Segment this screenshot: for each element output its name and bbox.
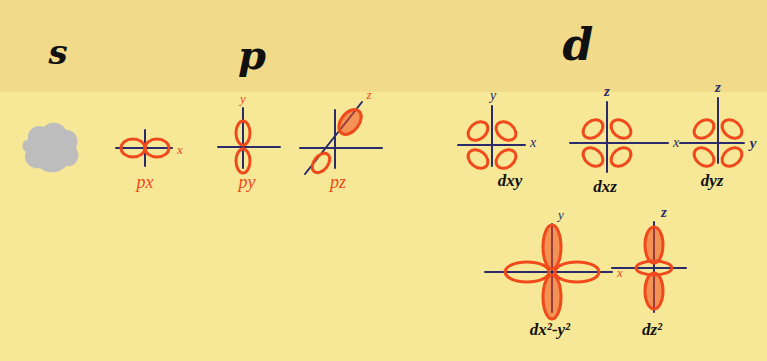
- orbital-name: pz: [330, 173, 346, 191]
- dxz-orbital: [570, 102, 668, 172]
- orbital-name: dz²: [642, 321, 662, 338]
- section-heading: p: [238, 35, 266, 75]
- axis-label: y: [558, 208, 564, 221]
- px-orbital: [116, 130, 172, 166]
- axis-line: [334, 110, 336, 168]
- orbital-name: py: [239, 173, 256, 191]
- dyz-orbital: [680, 98, 746, 170]
- axis-label: x: [530, 136, 536, 150]
- axis-label: y: [240, 92, 246, 105]
- orbital-lobe: [690, 144, 717, 170]
- axis-line: [606, 102, 608, 172]
- orbital-lobe: [145, 139, 169, 157]
- orbital-name: px: [137, 173, 154, 191]
- axis-label: x: [617, 266, 623, 279]
- axis-line: [717, 98, 719, 163]
- s-orbital: [22, 123, 78, 173]
- orbital-lobe: [464, 118, 491, 144]
- orbital-lobe: [334, 105, 365, 138]
- s-cloud: [22, 123, 78, 173]
- axis-label: x: [673, 136, 679, 150]
- section-heading: d: [563, 23, 594, 67]
- dx2y2-orbital: [485, 224, 612, 319]
- axis-label: z: [604, 84, 610, 99]
- orbital-lobe: [464, 146, 491, 172]
- orbital-lobe: [543, 275, 561, 319]
- orbital-lobe: [492, 146, 519, 172]
- dz2-orbital: [612, 222, 686, 312]
- orbital-lobe: [121, 139, 145, 157]
- orbital-lobe: [492, 118, 519, 144]
- orbital-lobe: [579, 144, 606, 170]
- axis-label: z: [366, 88, 371, 101]
- orbital-name: dx²-y²: [530, 321, 570, 338]
- header-band: [0, 0, 767, 92]
- py-orbital: [218, 108, 280, 173]
- orbital-lobe: [236, 149, 250, 173]
- orbital-lobe: [718, 144, 745, 170]
- pz-orbital: [300, 102, 382, 176]
- orbital-lobe: [718, 116, 745, 142]
- axis-line: [570, 142, 668, 144]
- orbital-ring: [636, 261, 672, 275]
- orbital-lobe: [690, 116, 717, 142]
- orbital-name: dxy: [498, 172, 523, 189]
- axis-line: [300, 147, 382, 149]
- orbital-lobe: [543, 225, 561, 269]
- axis-label: x: [177, 143, 183, 156]
- axis-line: [612, 267, 686, 269]
- orbital-lobe: [579, 116, 606, 142]
- axis-line: [491, 106, 493, 166]
- orbital-lobe: [505, 262, 549, 282]
- orbital-lobe: [607, 116, 634, 142]
- axis-line: [680, 142, 744, 144]
- orbital-lobe: [236, 121, 250, 145]
- axis-label: z: [661, 205, 667, 220]
- orbital-lobe: [555, 262, 599, 282]
- axis-label: y: [750, 136, 757, 151]
- orbital-lobe: [645, 273, 663, 309]
- dxy-orbital: [458, 106, 525, 172]
- axis-line: [242, 108, 244, 168]
- axis-label: y: [490, 89, 496, 103]
- orbital-lobe: [309, 150, 334, 176]
- orbital-lobe: [645, 227, 663, 263]
- orbital-name: dxz: [593, 178, 617, 195]
- axis-line: [218, 146, 280, 148]
- section-heading: s: [48, 35, 67, 69]
- orbital-name: dyz: [701, 172, 724, 189]
- axis-label: z: [715, 80, 721, 95]
- orbital-lobe: [607, 144, 634, 170]
